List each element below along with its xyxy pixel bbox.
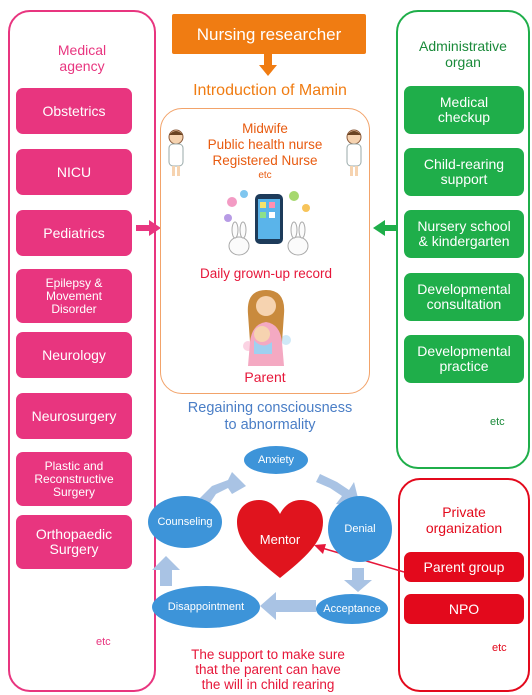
medical-agency-panel: Medical agency Obstetrics NICU Pediatric… (8, 10, 156, 692)
parent-with-baby-icon (243, 290, 291, 366)
regaining-consciousness-heading: Regaining consciousness to abnormality (187, 400, 353, 433)
private-item-npo[interactable]: NPO (404, 594, 524, 624)
nurse-roles-text: Midwife Public health nurse Registered N… (207, 121, 323, 168)
medical-item-epilepsy[interactable]: Epilepsy & Movement Disorder (16, 269, 132, 323)
private-etc: etc (492, 642, 507, 654)
mentor-label: Mentor (259, 532, 301, 547)
support-footer-text: The support to make sure that the parent… (191, 647, 345, 692)
heart-icon (237, 500, 323, 578)
center-box (160, 108, 370, 394)
medical-item-obstetrics[interactable]: Obstetrics (16, 88, 132, 134)
admin-item-nursery-school[interactable]: Nursery school & kindergarten (404, 210, 524, 258)
administrative-organ-panel: Administrative organ Medical checkup Chi… (396, 10, 530, 469)
admin-item-dev-consultation[interactable]: Developmental consultation (404, 273, 524, 321)
medical-item-neurology[interactable]: Neurology (16, 332, 132, 378)
pink-right-arrow-icon (136, 220, 161, 236)
daily-record-text: Daily grown-up record (199, 266, 333, 281)
stage-anxiety: Anxiety (244, 446, 308, 474)
private-organization-title: Private organization (425, 504, 503, 536)
medical-item-nicu[interactable]: NICU (16, 149, 132, 195)
green-left-arrow-icon (373, 220, 398, 236)
admin-item-medical-checkup[interactable]: Medical checkup (404, 86, 524, 134)
stage-disappointment: Disappointment (152, 586, 260, 628)
nurse-figure-right-icon (346, 129, 362, 176)
nurse-figure-left-icon (168, 129, 184, 176)
nursing-researcher-box[interactable]: Nursing researcher (172, 14, 366, 54)
stage-counseling: Counseling (148, 496, 222, 548)
admin-item-dev-practice[interactable]: Developmental practice (404, 335, 524, 383)
smartphone-app-icon (224, 190, 310, 256)
medical-item-plastic-surgery[interactable]: Plastic and Reconstructive Surgery (16, 452, 132, 506)
down-arrow-icon (259, 54, 277, 76)
introduction-title: Introduction of Mamin (193, 82, 347, 99)
administrative-organ-title: Administrative organ (419, 38, 507, 70)
private-item-parent-group[interactable]: Parent group (404, 552, 524, 582)
medical-etc: etc (96, 636, 111, 648)
private-organization-panel: Private organization Parent group NPO et… (398, 478, 530, 692)
cycle-arrows (152, 472, 372, 620)
stage-acceptance: Acceptance (316, 594, 388, 624)
admin-item-child-rearing[interactable]: Child-rearing support (404, 148, 524, 196)
nurse-roles-etc: etc (258, 170, 272, 181)
parent-text: Parent (244, 369, 286, 385)
stage-denial: Denial (328, 496, 392, 562)
medical-item-orthopaedic[interactable]: Orthopaedic Surgery (16, 515, 132, 569)
medical-item-neurosurgery[interactable]: Neurosurgery (16, 393, 132, 439)
medical-item-pediatrics[interactable]: Pediatrics (16, 210, 132, 256)
medical-agency-title: Medical agency (57, 42, 107, 74)
admin-etc: etc (490, 416, 505, 428)
